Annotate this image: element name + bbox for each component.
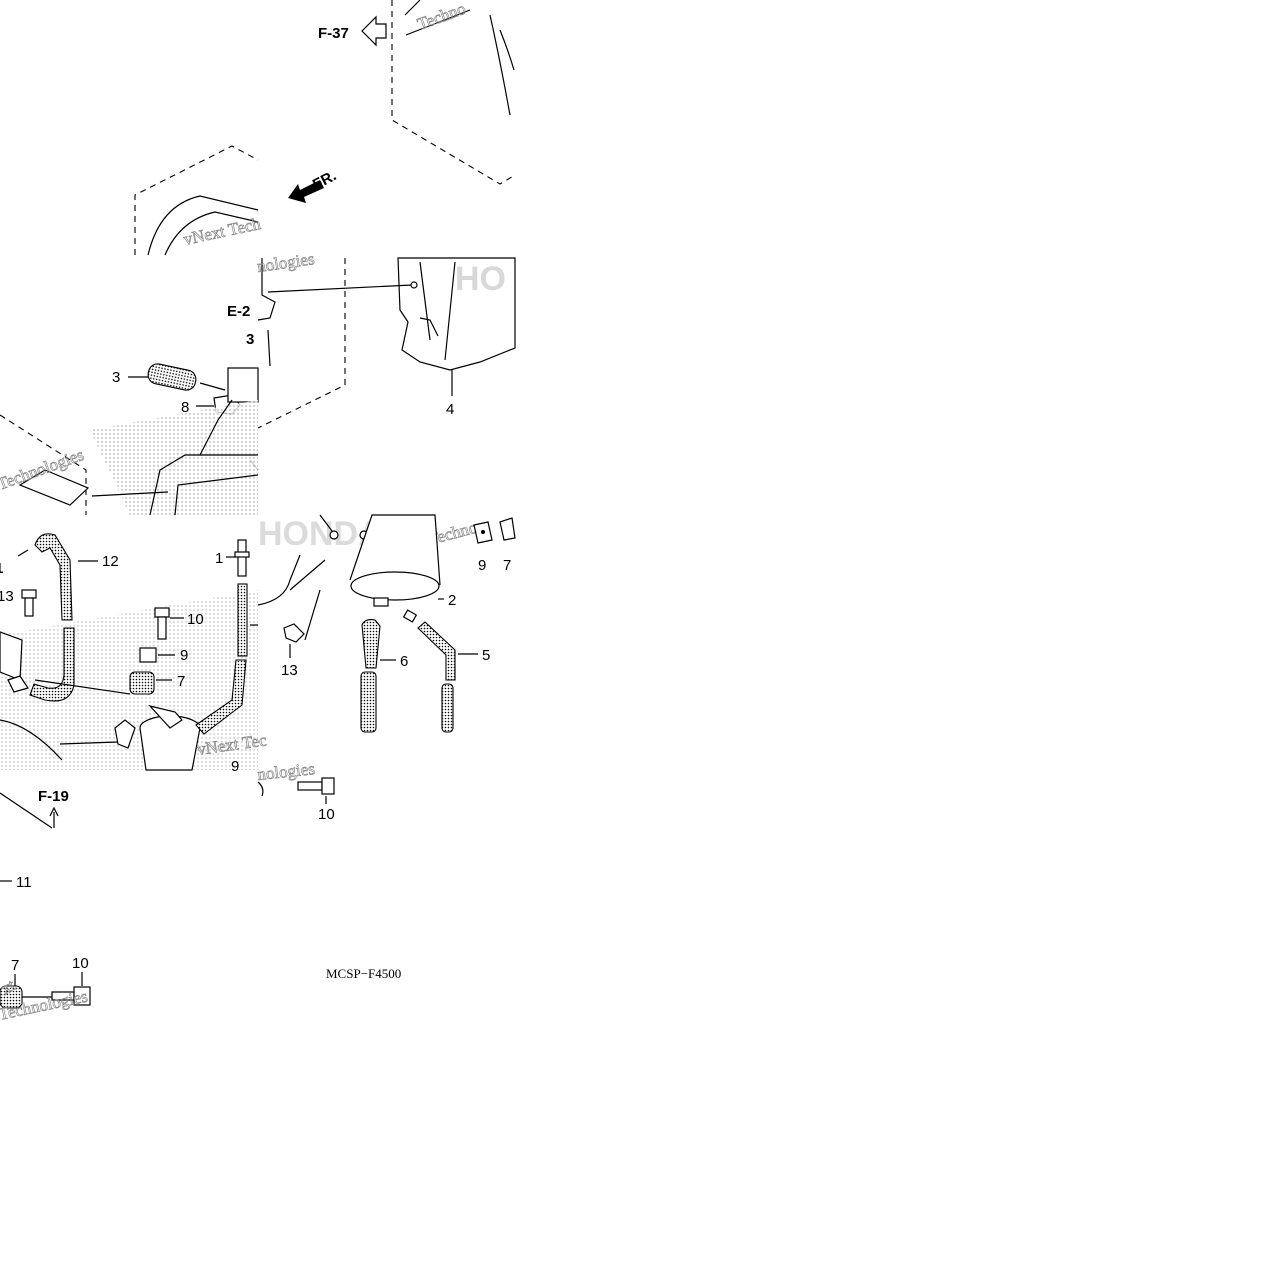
- callout-11b: 11: [16, 874, 32, 891]
- bolt-shank: [297, 781, 323, 791]
- mount-tab: [7, 675, 29, 693]
- tile-upper-left: vNext Tech: [134, 145, 263, 256]
- drawing-code: MCSP−F4500: [326, 966, 401, 981]
- callout-7a: 7: [177, 673, 185, 690]
- tile-middle-left: nologies E-2 3 3 8 Technologies: [0, 249, 346, 516]
- hose-part-6-lower: [360, 671, 377, 733]
- callout-1: 1: [215, 550, 223, 567]
- leader-line: [59, 741, 119, 745]
- hose-part-5-upper: [417, 621, 456, 681]
- hose-part-6-upper: [361, 619, 381, 669]
- grommet-part-7: [499, 517, 516, 541]
- hose-part-1: [237, 583, 248, 657]
- leader-line: [199, 382, 226, 391]
- bolt-part-10: [154, 607, 170, 618]
- body-panel-outline: [404, 0, 515, 116]
- callout-10c: 10: [72, 955, 89, 972]
- shroud-part-4: [397, 257, 516, 371]
- bolt-shank: [24, 597, 34, 617]
- mount-plate: [18, 469, 90, 506]
- watermark: nologies: [256, 249, 316, 276]
- tile-lower-left: 12 1 13 10 9 7 vNext Tec 9: [0, 533, 268, 775]
- callout-11a: 1: [0, 560, 3, 577]
- frame-outline: [0, 719, 63, 761]
- callout-5: 5: [482, 647, 490, 664]
- callout-3: 3: [112, 369, 120, 386]
- callout-10a: 10: [187, 611, 204, 628]
- control-valve-body: [227, 367, 259, 403]
- callout-9a: 9: [180, 647, 188, 664]
- tile-bottom-center: nologies 10: [256, 759, 335, 823]
- callout-13b: 13: [281, 662, 298, 679]
- canister-port: [402, 609, 418, 623]
- canister-body: [139, 727, 201, 771]
- mount-plate-left: [0, 631, 23, 681]
- bolt-hole: [329, 530, 339, 540]
- front-direction-arrow-icon: [288, 180, 324, 203]
- cowl-outline: [147, 195, 259, 256]
- leader-line: [34, 679, 131, 695]
- callout-2: 2: [448, 592, 456, 609]
- callout-12: 12: [102, 553, 119, 570]
- arrow-left-icon: [361, 15, 387, 47]
- callout-6: 6: [400, 653, 408, 670]
- hose-part-5-lower: [441, 683, 454, 733]
- callout-4: 4: [446, 401, 454, 418]
- tile-center-top: HO 4: [267, 257, 516, 418]
- dashed-outline-bracket: [0, 258, 346, 515]
- callout-7c: 7: [11, 957, 19, 974]
- dashed-outline-panel: [391, 0, 516, 185]
- bolt-hole: [410, 281, 418, 289]
- short-hose-part-3: [147, 363, 197, 391]
- long-hose: [195, 659, 247, 735]
- shroud-detail: [419, 261, 456, 361]
- ref-e2: E-2: [227, 303, 250, 320]
- callout-9b: 9: [231, 758, 239, 775]
- grommet-outline: [257, 781, 264, 797]
- frame-outline: [0, 792, 53, 829]
- callout-10b: 10: [318, 806, 335, 823]
- ref-f19: F-19: [38, 788, 69, 805]
- hose-part-12: [34, 533, 73, 621]
- canister-bracket: [114, 719, 136, 749]
- tile-top-right: F-37 Techno FR.: [288, 0, 516, 203]
- callout-13c: 3: [246, 331, 254, 348]
- callout-13a: 13: [0, 588, 14, 605]
- grommet-part-7: [129, 671, 155, 695]
- hose-part-12-lower: [29, 627, 75, 702]
- watermark: vNext Tech: [182, 214, 263, 249]
- bolt-part-10: [73, 986, 91, 1006]
- ref-f37: F-37: [318, 25, 349, 42]
- callout-7b: 7: [503, 557, 511, 574]
- callout-9c: 9: [478, 557, 486, 574]
- fitting-part-1: [237, 539, 247, 577]
- canister-fitting: [148, 704, 183, 729]
- washer-part-9: [139, 647, 157, 663]
- watermark: Techno: [415, 0, 468, 34]
- fitting-collar: [234, 551, 250, 558]
- bolt-part-13: [283, 623, 305, 643]
- callout-8: 8: [181, 399, 189, 416]
- watermark: nologies: [256, 759, 315, 784]
- leader-line: [17, 549, 29, 557]
- canister-part-2: [349, 514, 441, 586]
- tile-lower-center: HONDA Techno 2 9 7 6 5 13: [257, 514, 516, 733]
- shaded-area: [90, 400, 258, 515]
- arrow-up-icon: [49, 806, 59, 828]
- bolt-part-10: [321, 777, 335, 795]
- tile-bottom-left: F-19 11 7 10 xt Technologies: [0, 788, 91, 1024]
- canister-port: [373, 597, 389, 607]
- leader-line: [91, 491, 169, 497]
- leader-line: [267, 284, 413, 293]
- grommet-hole: [481, 530, 485, 534]
- dashed-outline-cowl: [134, 145, 259, 255]
- canister-base: [350, 571, 440, 601]
- leader-line: [304, 589, 321, 641]
- bolt-part-13: [21, 589, 37, 599]
- watermark-brand: HO: [455, 260, 506, 298]
- bolt-shank: [157, 616, 167, 640]
